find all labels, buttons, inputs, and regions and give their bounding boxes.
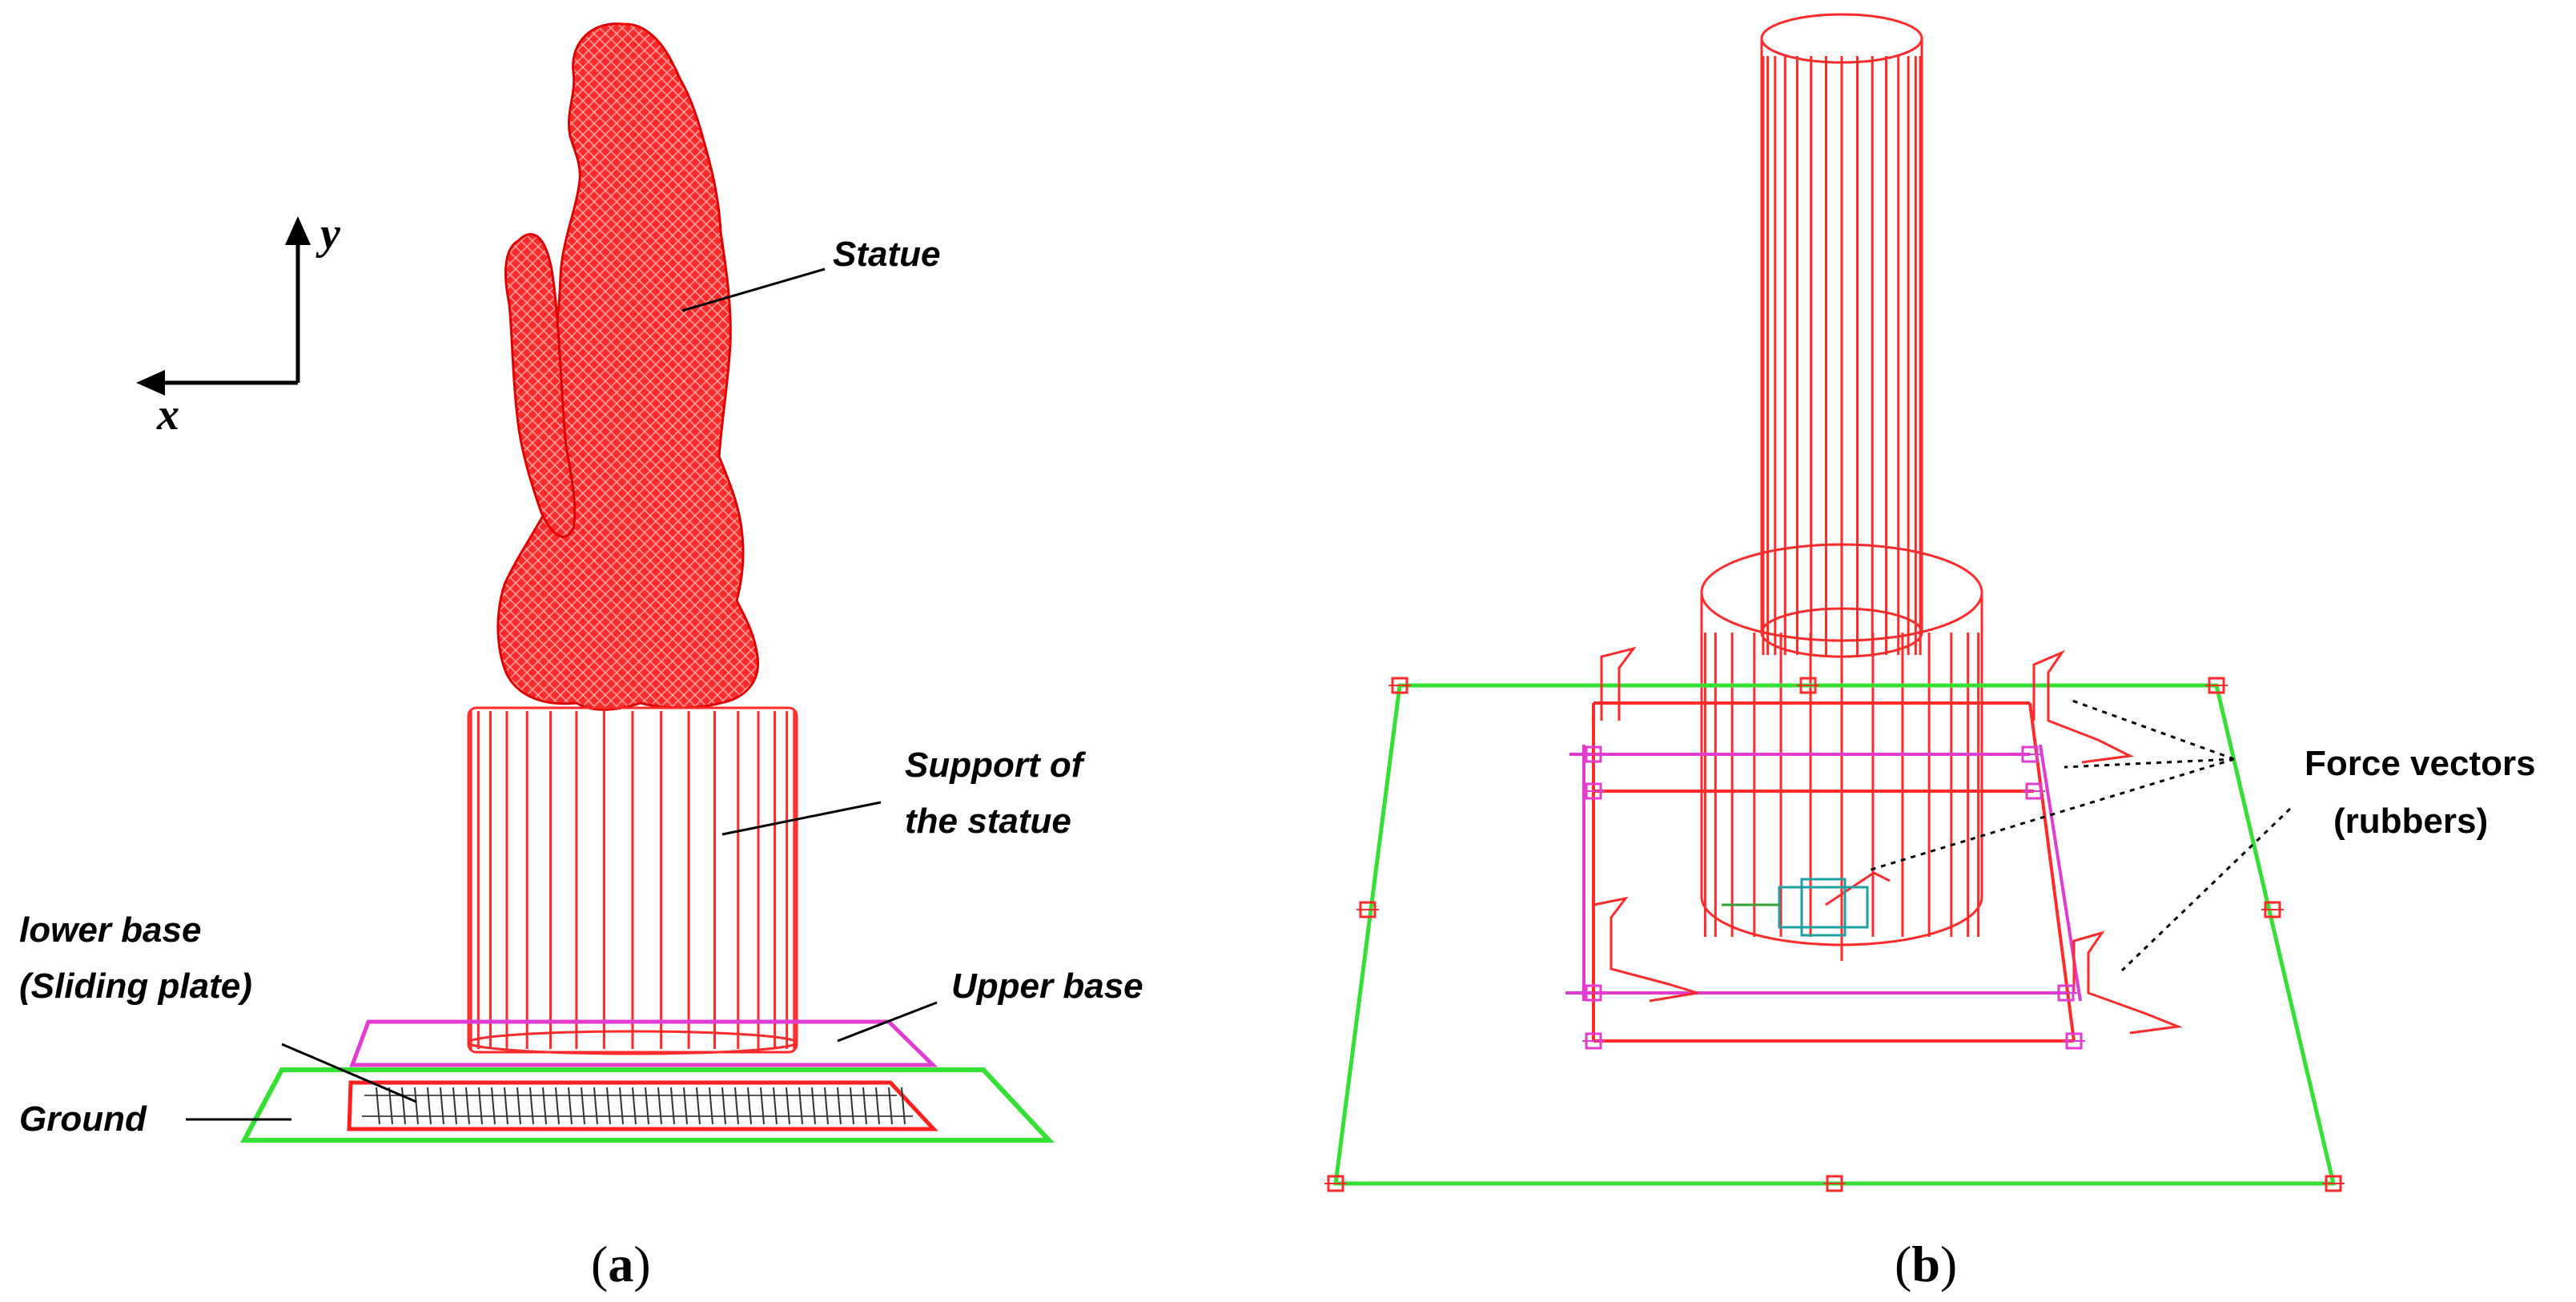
force-leader-3	[1865, 757, 2235, 873]
support-wire-lines	[469, 711, 796, 1049]
column-top-ellipse	[1760, 13, 1923, 64]
statue-body	[496, 22, 760, 711]
support-leader	[721, 801, 882, 836]
support-cyl-wire-lines	[1703, 633, 1980, 937]
inner-frame-nodes	[1582, 745, 2085, 1050]
hatch-line	[760, 1087, 765, 1125]
hatch-line	[811, 1087, 816, 1125]
statue-leader	[681, 267, 826, 312]
x-axis-arrowhead	[136, 370, 165, 396]
sliding-block-outer	[1778, 886, 1869, 929]
column-cylinder	[1760, 13, 1923, 658]
lower-base-label-line2: (Sliding plate)	[19, 966, 252, 1006]
caption-b: (b)	[1895, 1236, 1957, 1292]
hatch-line	[683, 1087, 688, 1125]
hatch-line	[632, 1087, 637, 1125]
force-leader-2	[2064, 757, 2235, 769]
support-outline	[467, 706, 798, 1054]
statue-support	[467, 706, 798, 1055]
hatch-line	[888, 1087, 893, 1125]
hatch-line	[504, 1087, 508, 1125]
hatch-line	[401, 1087, 406, 1125]
hatch-line	[837, 1087, 842, 1125]
hatch-line	[824, 1087, 829, 1125]
hatch-line	[850, 1087, 854, 1125]
hatch-line	[452, 1087, 457, 1125]
hatch-line	[619, 1087, 624, 1125]
hatch-line	[862, 1087, 867, 1125]
hatch-line	[376, 1087, 380, 1125]
hatch-line	[427, 1087, 432, 1125]
ground-plate	[239, 1067, 1055, 1143]
hatch-line	[696, 1087, 701, 1125]
upper-base-leader	[837, 1001, 938, 1043]
x-axis-label: x	[156, 390, 179, 440]
inner-frame	[1565, 701, 2082, 1043]
hatch-line	[440, 1087, 444, 1125]
hatch-line	[593, 1087, 598, 1125]
lower-base-hatch	[362, 1087, 913, 1125]
lower-base-plate	[347, 1080, 938, 1131]
force-leader-1	[2072, 699, 2235, 761]
hatch-line	[478, 1087, 483, 1125]
hatch-line	[542, 1087, 547, 1125]
support-label-line2: the statue	[905, 802, 1071, 841]
axis-indicator: y x	[136, 209, 341, 440]
statue-label: Statue	[833, 235, 940, 274]
force-vectors-label-line1: Force vectors	[2305, 744, 2536, 783]
rubber-arrow-bl	[1592, 896, 1698, 1003]
sliding-block-inner	[1800, 878, 1847, 937]
rubber-arrow-br	[2072, 930, 2183, 1035]
y-axis-label: y	[315, 209, 341, 259]
ground-label: Ground	[19, 1099, 147, 1139]
force-vectors-label-line2: (rubbers)	[2333, 802, 2488, 841]
hatch-line	[709, 1087, 713, 1125]
panel-a: y x Statu	[19, 22, 1143, 1292]
force-leaders	[1865, 699, 2292, 972]
hatch-line	[645, 1087, 649, 1125]
column-wire-lines	[1762, 56, 1922, 655]
hatch-line	[529, 1087, 534, 1125]
hatch-line	[414, 1087, 419, 1125]
support-label-line1: Support of	[905, 745, 1087, 785]
rubber-force-arrows	[1592, 646, 2183, 1035]
hatch-line	[747, 1087, 752, 1125]
hatch-line	[555, 1087, 560, 1125]
ground-frame-nodes	[1324, 677, 2345, 1192]
panel-b: Force vectors (rubbers) (b)	[1324, 13, 2536, 1292]
upper-base-plate	[349, 1019, 938, 1067]
hatch-line	[786, 1087, 790, 1125]
hatch-line	[657, 1087, 662, 1125]
hatch-line	[901, 1087, 906, 1125]
caption-a: (a)	[591, 1236, 651, 1292]
hatch-line	[581, 1087, 585, 1125]
hatch-line	[606, 1087, 611, 1125]
statue-arm	[504, 233, 577, 538]
center-arrow	[1825, 833, 1891, 961]
sliding-block	[1722, 878, 1869, 937]
y-axis-arrowhead	[285, 216, 311, 245]
hatch-line	[773, 1087, 778, 1125]
hatch-line	[388, 1087, 393, 1125]
force-leader-4	[2120, 807, 2292, 972]
lower-base-leader	[281, 1043, 417, 1103]
hatch-line	[670, 1087, 675, 1125]
statue-mesh	[496, 22, 760, 711]
hatch-line	[465, 1087, 470, 1125]
hatch-line	[798, 1087, 803, 1125]
lower-base-outline	[347, 1080, 938, 1131]
hatch-line	[516, 1087, 521, 1125]
upper-base-label: Upper base	[951, 966, 1143, 1006]
hatch-line	[734, 1087, 739, 1125]
hatch-line	[875, 1087, 880, 1125]
panel-a-leaders	[186, 267, 938, 1121]
rubber-arrow-tl	[1600, 646, 1637, 721]
hatch-line	[491, 1087, 496, 1125]
support-bottom-ellipse	[467, 1030, 798, 1055]
lower-base-label-line1: lower base	[19, 910, 201, 950]
rubber-arrow-tr	[2032, 649, 2135, 764]
hatch-line	[721, 1087, 726, 1125]
hatch-line	[568, 1087, 573, 1125]
